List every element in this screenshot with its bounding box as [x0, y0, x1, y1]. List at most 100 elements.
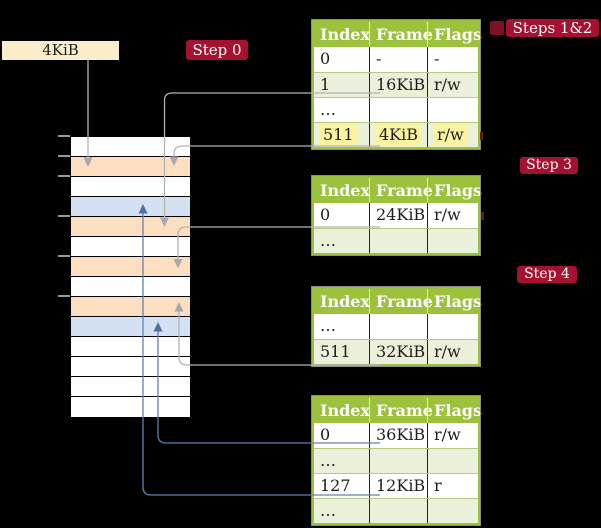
table-cell-flags	[427, 229, 478, 253]
table-cell-index: 127	[320, 476, 351, 495]
badge-steps-1-2: Steps 1&2	[506, 19, 599, 37]
table-header-flags: Flags	[427, 22, 482, 47]
memory-row	[71, 397, 190, 417]
table-header-index: Index	[320, 181, 371, 200]
table-cell-flags: r/w	[427, 203, 478, 228]
table-cell-flags	[427, 314, 478, 339]
memory-tick	[58, 255, 70, 257]
table-cell-flags: r/w	[427, 73, 478, 97]
table-cell-index: …	[320, 231, 336, 250]
table-row: 1 16KiB r/w	[314, 72, 478, 97]
table-cell-frame	[369, 449, 427, 473]
table-cell-frame	[369, 314, 427, 339]
table-cell-index: 1	[320, 75, 331, 94]
memory-tick	[58, 175, 70, 177]
table-cell-index: 511	[314, 123, 369, 147]
memory-row	[71, 177, 190, 197]
table-header-row: Index Frame Flags	[314, 22, 482, 47]
table-header-row: Index Frame Flags	[314, 178, 482, 203]
table-cell-frame: 32KiB	[369, 340, 427, 364]
memory-tick	[58, 155, 70, 157]
memory-row	[71, 197, 190, 217]
table-cell-frame	[369, 229, 427, 253]
table-header-frame: Frame	[369, 398, 433, 423]
badge-step-4: Step 4	[517, 266, 577, 283]
table-header-frame: Frame	[369, 22, 433, 47]
table-cell-index: 0	[320, 49, 331, 68]
table-row: 0 36KiB r/w	[314, 423, 478, 448]
memory-tick	[58, 215, 70, 217]
red-mark	[480, 132, 483, 140]
table-cell-frame: 12KiB	[369, 474, 427, 498]
table-cell-flags: r/w	[427, 340, 478, 364]
table-cell-frame: 4KiB	[369, 123, 427, 147]
table-row: 0 - -	[314, 47, 478, 72]
table-row: 511 32KiB r/w	[314, 339, 478, 364]
table-header-flags: Flags	[427, 289, 482, 314]
table-cell-index: …	[320, 501, 336, 520]
page-table-3: Index Frame Flags … 511 32KiB r/w	[311, 286, 482, 367]
memory-row	[71, 297, 190, 317]
table-cell-frame	[369, 499, 427, 523]
memory-row	[71, 317, 190, 337]
table-header-row: Index Frame Flags	[314, 289, 482, 314]
table-row-highlighted: 511 4KiB r/w	[314, 122, 478, 147]
table-header-flags: Flags	[427, 398, 482, 423]
table-header-row: Index Frame Flags	[314, 398, 482, 423]
memory-row	[71, 357, 190, 377]
table-cell-flags	[427, 98, 478, 122]
badge-step-0: Step 0	[186, 40, 248, 60]
memory-row	[71, 237, 190, 257]
table-cell-flags: r/w	[427, 123, 478, 147]
table-cell-flags: -	[427, 47, 478, 72]
table-row: …	[314, 448, 478, 473]
table-cell-flags: r	[427, 474, 478, 498]
table-cell-index: …	[320, 100, 336, 119]
table-row: 127 12KiB r	[314, 473, 478, 498]
table-cell-index: …	[320, 451, 336, 470]
page-size-label: 4KiB	[2, 41, 119, 60]
memory-row	[71, 277, 190, 297]
table-cell-flags	[427, 449, 478, 473]
table-cell-index: 0	[320, 205, 331, 224]
table-header-frame: Frame	[369, 178, 433, 203]
table-cell-frame	[369, 98, 427, 122]
page-table-2: Index Frame Flags 0 24KiB r/w …	[311, 175, 482, 256]
red-mark	[481, 212, 484, 220]
memory-row	[71, 137, 190, 157]
table-header-index: Index	[320, 292, 371, 311]
table-row: …	[314, 498, 478, 523]
memory-stack	[70, 136, 191, 417]
table-row: …	[314, 314, 478, 339]
memory-row	[71, 377, 190, 397]
page-table-1: Index Frame Flags 0 - - 1 16KiB r/w … 51…	[311, 19, 482, 150]
badge-step-3: Step 3	[520, 157, 578, 174]
table-header-index: Index	[320, 25, 371, 44]
memory-row	[71, 157, 190, 177]
table-cell-flags	[427, 499, 478, 523]
memory-tick	[58, 295, 70, 297]
table-header-flags: Flags	[427, 178, 482, 203]
table-cell-frame: 36KiB	[369, 423, 427, 448]
table-cell-index: 0	[320, 425, 331, 444]
table-cell-flags: r/w	[427, 423, 478, 448]
table-row: …	[314, 228, 478, 253]
table-row: …	[314, 97, 478, 122]
memory-row	[71, 337, 190, 357]
table-header-frame: Frame	[369, 289, 433, 314]
highlight-mark: 511	[320, 124, 357, 145]
memory-row	[71, 217, 190, 237]
table-header-index: Index	[320, 401, 371, 420]
memory-row	[71, 257, 190, 277]
table-cell-frame: -	[369, 47, 427, 72]
table-cell-frame: 24KiB	[369, 203, 427, 228]
highlight-mark: r/w	[434, 124, 467, 145]
badge-steps-1-2-stub	[490, 21, 504, 35]
table-cell-frame: 16KiB	[369, 73, 427, 97]
highlight-mark: 4KiB	[376, 124, 422, 145]
memory-tick	[58, 135, 70, 137]
table-cell-index: …	[320, 316, 336, 335]
table-row: 0 24KiB r/w	[314, 203, 478, 228]
page-table-4: Index Frame Flags 0 36KiB r/w … 127 12Ki…	[311, 395, 482, 526]
